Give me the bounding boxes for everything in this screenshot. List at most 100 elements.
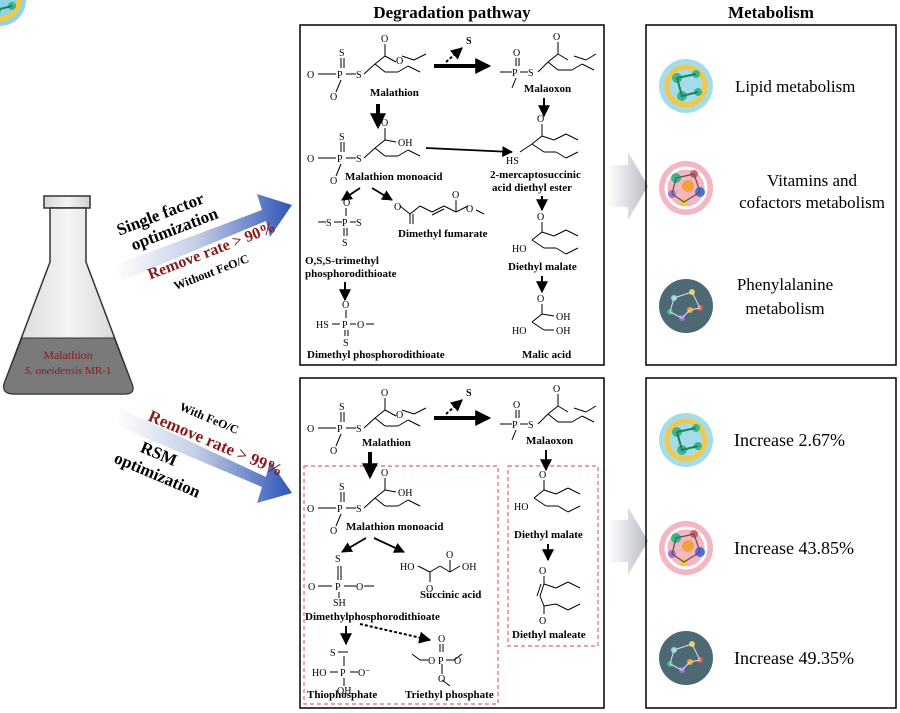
atom-s: S	[339, 132, 345, 143]
atom-s: S	[326, 218, 332, 229]
label-malathion-monoacid: Malathion monoacid	[345, 171, 442, 183]
label-triethyl-phosphate: Triethyl phosphate	[405, 689, 494, 701]
atom-o: O	[330, 92, 337, 103]
lipid-icon	[659, 59, 713, 113]
atom-o: O	[537, 114, 544, 125]
atom-o: O	[307, 424, 314, 435]
atom-s: S	[528, 68, 534, 79]
arrow-sulfur-release	[445, 47, 463, 63]
atom-oh: OH	[337, 686, 351, 697]
label-dimethyl-phosphorodithioate: Dimethyl phosphorodithioate	[307, 349, 445, 361]
atom-o: O	[513, 400, 520, 411]
atom-o: O	[396, 56, 403, 67]
arrow-monoacid-oss	[341, 187, 361, 201]
label-diethyl-malate: Diethyl malate	[508, 261, 577, 273]
top-metabolism-box	[645, 24, 897, 366]
label-vitamins-1: Vitamins and	[767, 171, 858, 190]
label-increase-phenylalanine: Increase 49.35%	[734, 648, 854, 668]
atom-o: O	[396, 410, 403, 421]
atom-o: O	[426, 584, 433, 595]
label-succinic-acid: Succinic acid	[420, 589, 481, 601]
label-increase-vitamins: Increase 43.85%	[734, 538, 854, 558]
arrow-monoacid-dmpdt	[341, 537, 367, 553]
atom-s: S	[343, 338, 349, 349]
atom-oh: OH	[556, 312, 570, 323]
atom-p: P	[335, 582, 341, 593]
atom-o: O	[343, 198, 350, 209]
label-malaoxon: Malaoxon	[524, 83, 571, 95]
atom-o: O	[357, 320, 364, 331]
atom-o: O	[342, 300, 349, 311]
label-malaoxon: Malaoxon	[526, 435, 573, 447]
atom-oh: OH	[398, 488, 412, 499]
arrow-monoacid-succinic	[373, 537, 405, 553]
atom-o: O⁻	[358, 668, 371, 679]
structure-oss-trimethyl	[318, 208, 356, 236]
label-mercapto-2: acid diethyl ester	[492, 182, 572, 194]
structure-dimethyl-phosphorodithioate	[332, 310, 374, 336]
structure-succinic-acid	[417, 560, 461, 582]
atom-ho: HO	[312, 668, 326, 679]
connector-arrow-bottom	[608, 507, 648, 575]
vitamin-icon	[659, 521, 713, 575]
label-dimethylphosphorodithioate: Dimethylphosphorodithioate	[305, 611, 440, 623]
atom-o: O	[330, 526, 337, 537]
atom-hs: HS	[506, 156, 519, 167]
atom-o: O	[539, 470, 546, 481]
dashed-region-malate	[507, 465, 599, 647]
arrow-dmpdt-triethyl	[359, 623, 432, 644]
atom-o: O	[553, 32, 560, 43]
atom-ho: HO	[512, 326, 526, 337]
structure-malathion-monoacid	[318, 128, 421, 177]
atom-oh: OH	[556, 326, 570, 337]
label-dimethyl-fumarate: Dimethyl fumarate	[398, 228, 488, 240]
label-thiophosphate: Thiophosphate	[307, 689, 377, 701]
label-increase-lipid: Increase 2.67%	[734, 430, 845, 450]
atom-ho: HO	[512, 244, 526, 255]
lipid-icon	[0, 0, 26, 26]
label-malathion: Malathion	[370, 87, 419, 99]
atom-o: O	[381, 468, 388, 479]
label-vitamins-2: cofactors metabolism	[739, 193, 885, 212]
atom-o: O	[539, 616, 546, 627]
structure-diethyl-malate	[531, 222, 579, 255]
structure-mercaptosuccinic-ester	[519, 124, 579, 159]
atom-o: O	[438, 674, 445, 685]
atom-p: P	[512, 68, 518, 79]
arrow-sulfur-release	[445, 399, 463, 415]
atom-p: P	[342, 320, 348, 331]
label-phenylalanine-2: metabolism	[745, 299, 824, 318]
atom-p: P	[337, 154, 343, 165]
atom-o: O	[381, 34, 388, 45]
label-malic-acid: Malic acid	[522, 349, 571, 361]
atom-o: O	[330, 446, 337, 457]
flask-label-malathion: Malathion	[43, 348, 92, 362]
atom-oh: OH	[398, 138, 412, 149]
atom-p: P	[337, 424, 343, 435]
atom-p: P	[337, 504, 343, 515]
atom-p: P	[438, 656, 444, 667]
header-metabolism: Metabolism	[728, 3, 814, 22]
atom-o: O	[381, 388, 388, 399]
atom-s: S	[528, 420, 534, 431]
phenylalanine-icon	[659, 279, 713, 333]
label-oss-1: O,S,S-trimethyl	[305, 255, 379, 267]
atom-o: O	[394, 202, 401, 213]
structure-dimethylphosphorodithioate	[318, 566, 374, 598]
atom-s: S	[339, 402, 345, 413]
atom-ho: HO	[400, 562, 414, 573]
dashed-region-monoacid	[303, 465, 499, 705]
label-mercapto-1: 2-mercaptosuccinic	[490, 169, 581, 181]
atom-o: O	[428, 656, 435, 667]
atom-o: O	[539, 566, 546, 577]
structure-dimethyl-fumarate	[399, 200, 485, 224]
atom-o: O	[446, 550, 453, 561]
atom-o: O	[330, 176, 337, 187]
structure-malathion-monoacid	[318, 478, 421, 527]
atom-o: O	[307, 504, 314, 515]
atom-s: S	[356, 424, 362, 435]
bottom-pathway-box	[299, 377, 605, 709]
atom-o: O	[537, 212, 544, 223]
atom-o: O	[308, 582, 315, 593]
label-sulfur: S	[466, 388, 472, 399]
